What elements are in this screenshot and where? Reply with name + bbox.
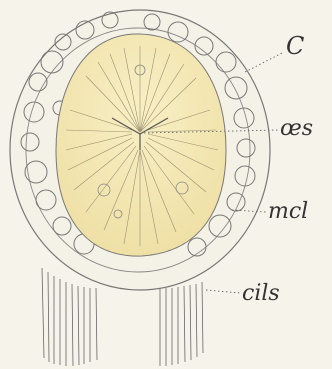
label-cils: cils (242, 281, 280, 306)
label-oes: œs (280, 116, 313, 141)
central-core (56, 34, 226, 256)
cilia-right (160, 282, 203, 366)
label-c: C (286, 32, 304, 60)
cilia-left (42, 268, 97, 366)
label-mcl: mcl (268, 199, 308, 224)
